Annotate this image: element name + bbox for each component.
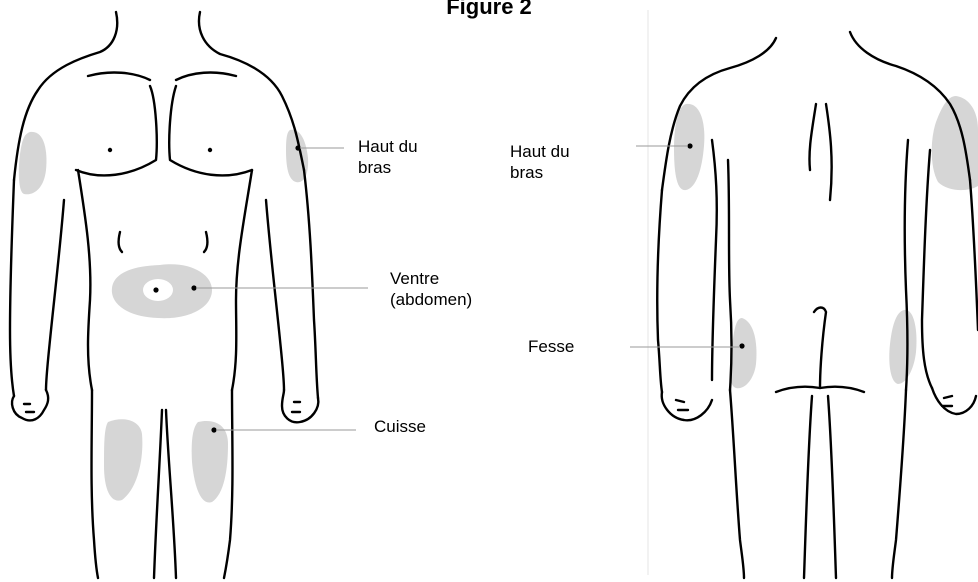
back-left-arm-outer [657,190,662,392]
back-injection-zones [674,96,978,388]
front-right-hand [282,390,318,422]
label-front-upper-arm-line2: bras [358,157,418,178]
back-left-leg-outer [730,390,744,578]
front-upper-arm-dot [295,145,300,150]
front-pec-right [169,86,252,175]
zone-left-thigh [104,419,142,500]
front-clavicle-left [88,73,150,80]
front-right-nipple [208,148,212,152]
label-back-upper-arm: Haut du bras [510,141,570,183]
front-abs-right [204,232,207,252]
front-pec-left [76,86,157,175]
front-right-leg-inner [166,410,176,578]
front-left-arm-outer [10,180,14,396]
label-abdomen: Ventre (abdomen) [390,268,472,310]
front-abs-left [119,232,122,252]
front-right-arm-inner [266,200,284,390]
back-left-arm-inner [712,140,717,380]
label-thigh: Cuisse [374,416,426,437]
back-left-hand [662,392,712,420]
zone-left-buttock [730,318,756,388]
front-navel-dot [153,287,158,292]
back-spine-upper-right [826,104,832,200]
label-back-upper-arm-line1: Haut du [510,141,570,162]
label-abdomen-line2: (abdomen) [390,289,472,310]
front-right-arm-outer [304,170,318,398]
front-clavicle-right [176,73,236,80]
label-abdomen-line1: Ventre [390,268,472,289]
front-torso-left [78,170,92,390]
zone-right-buttock [889,310,916,384]
front-torso-right [232,170,252,390]
front-left-leg-outer [92,390,99,578]
front-right-leg-outer [224,390,233,578]
front-leader-lines [196,148,368,430]
front-left-leg-inner [154,410,162,578]
back-buttock-dot [739,343,744,348]
front-injection-zones [19,130,308,503]
zone-back-right-upper-arm [932,96,978,190]
front-view [10,12,318,578]
front-left-arm-inner [46,200,64,390]
back-view [657,32,978,578]
label-buttock: Fesse [528,336,574,357]
label-front-upper-arm: Haut du bras [358,136,418,178]
front-thigh-dot [211,427,216,432]
zone-left-upper-arm [19,132,47,194]
back-torso-left [728,160,732,390]
front-left-nipple [108,148,112,152]
back-right-leg-inner [828,396,836,578]
label-back-upper-arm-line2: bras [510,162,570,183]
back-spine-upper-left [809,104,816,170]
zone-right-thigh [192,421,228,502]
back-right-arm-outer [970,180,978,330]
front-abdomen-dot [191,285,196,290]
back-left-leg-inner [804,396,812,578]
back-right-arm-inner [922,150,932,388]
front-left-hand [12,390,48,420]
label-front-upper-arm-line1: Haut du [358,136,418,157]
back-right-leg-outer [892,390,906,578]
back-upper-arm-dot [687,143,692,148]
back-right-hand [932,388,976,414]
back-lower-spine [814,308,826,389]
